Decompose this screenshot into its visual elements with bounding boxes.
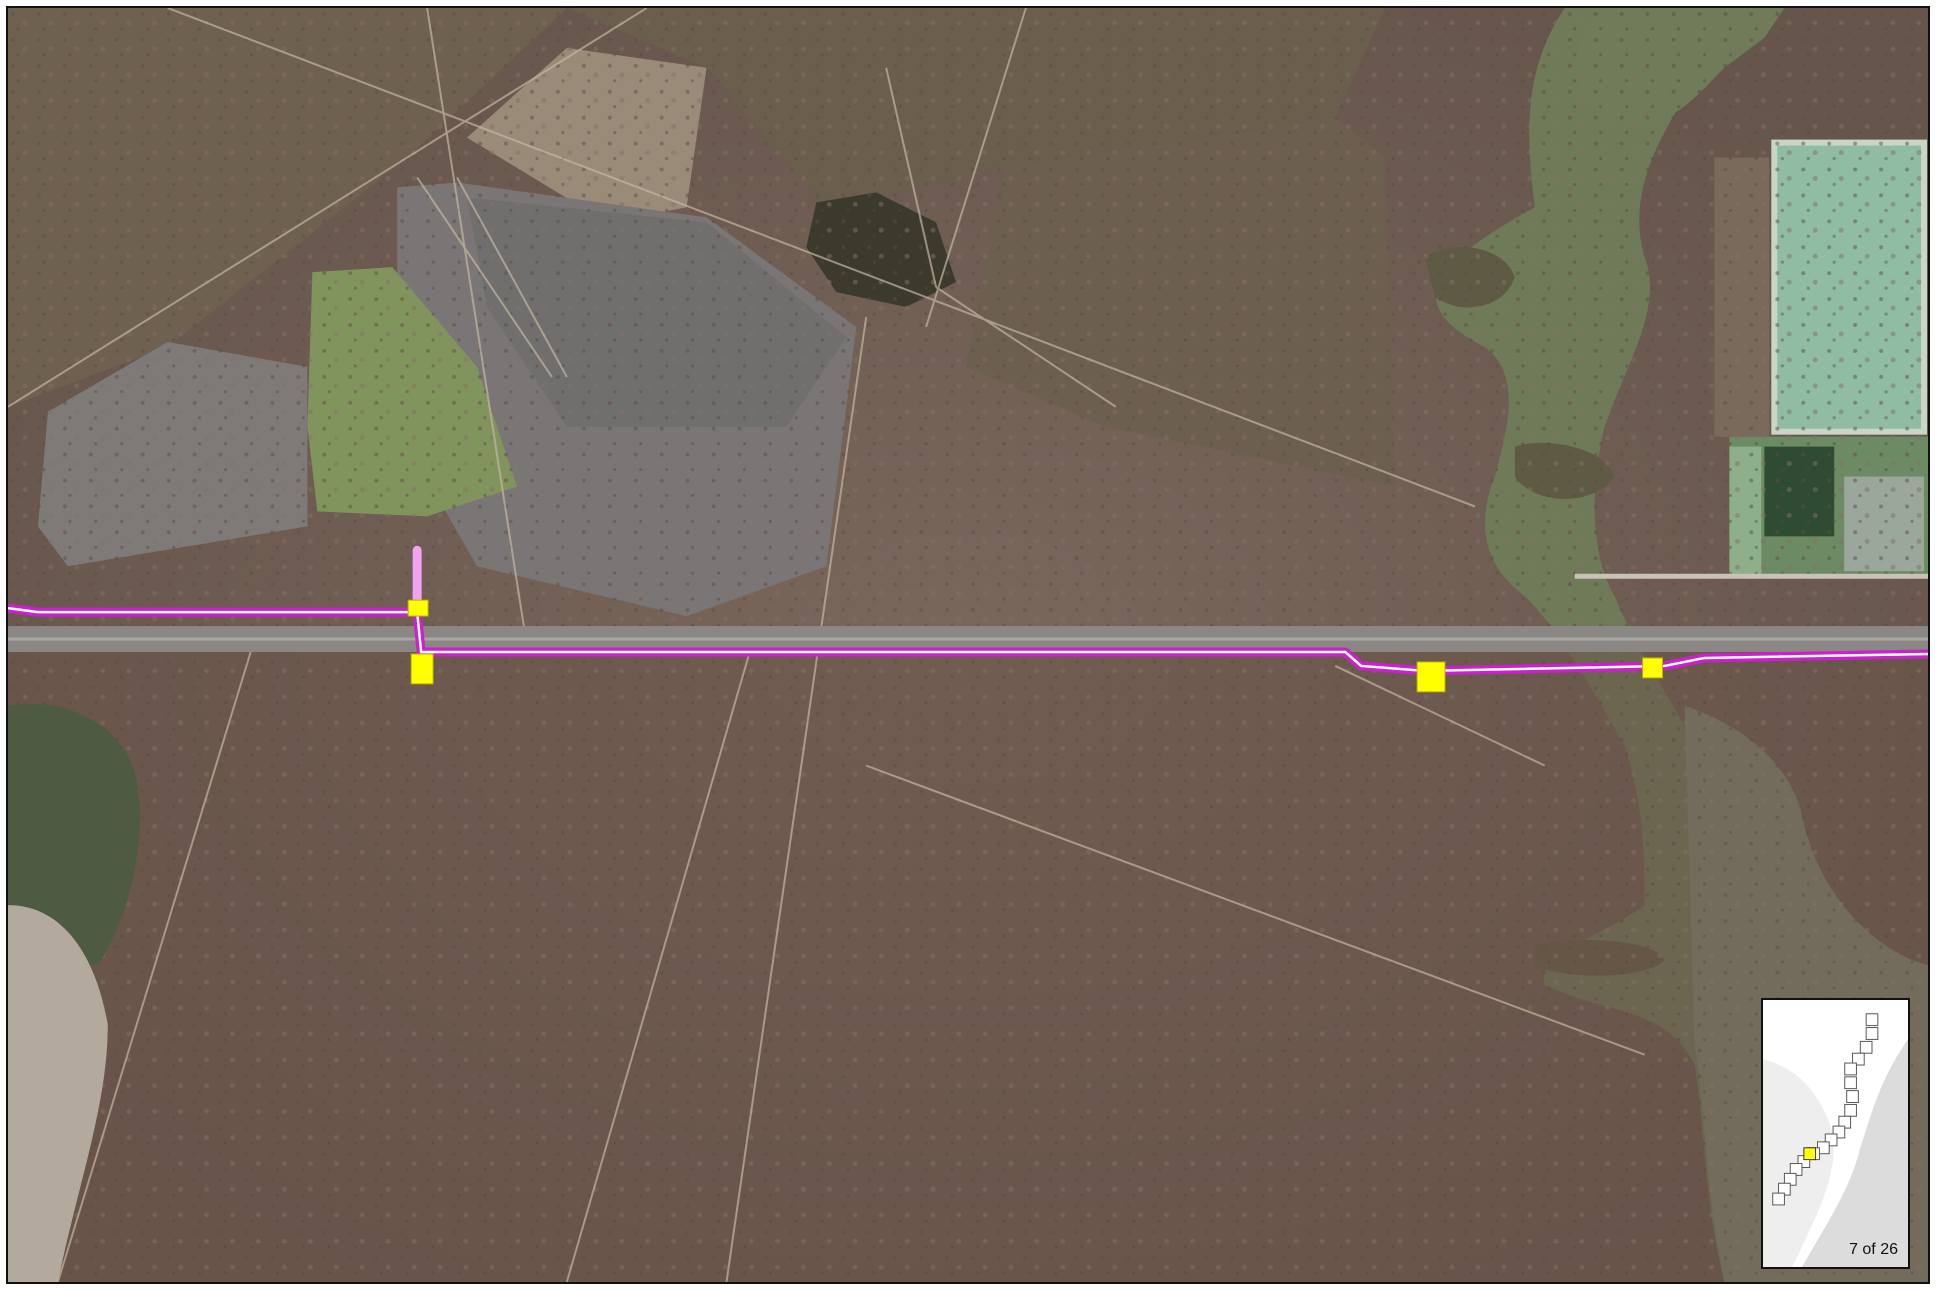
wetland-edge-west bbox=[8, 703, 140, 965]
feature-markers bbox=[407, 599, 1664, 693]
marker-crossing-south bbox=[410, 653, 434, 685]
sheet-number-label: 7 of 26 bbox=[1849, 1241, 1898, 1258]
map-frame[interactable]: 7 of 26 bbox=[6, 6, 1930, 1284]
marker-crossing-north bbox=[407, 599, 429, 617]
pipeline-route bbox=[8, 545, 1928, 676]
marker-channel-west bbox=[1416, 661, 1446, 693]
marker-channel-east bbox=[1642, 657, 1664, 679]
key-map-current-sheet bbox=[1803, 1147, 1817, 1161]
aerial-imagery[interactable] bbox=[8, 8, 1928, 1282]
key-map-inset[interactable]: 7 of 26 bbox=[1761, 998, 1910, 1269]
key-map-coast bbox=[1801, 1039, 1908, 1267]
field-boundaries bbox=[8, 8, 1645, 1282]
key-map-graphic bbox=[1763, 1000, 1908, 1267]
salt-flat-west bbox=[8, 905, 108, 1282]
